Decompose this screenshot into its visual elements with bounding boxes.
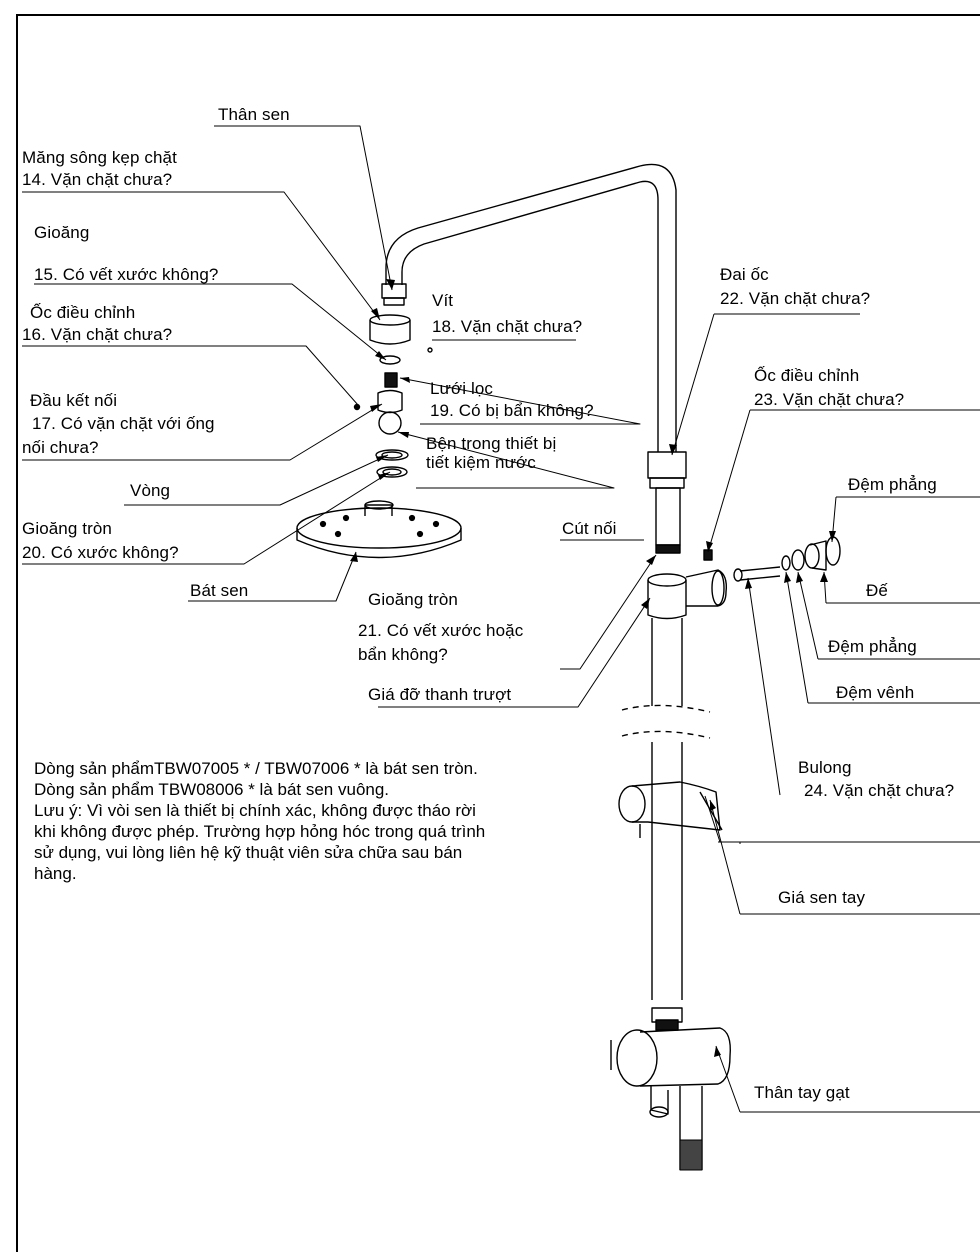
- note-line: Lưu ý: Vì vòi sen là thiết bị chính xác,…: [34, 801, 476, 820]
- label-gia-sen-tay: Giá sen tay: [778, 888, 866, 907]
- arm-fitting: [381, 283, 407, 306]
- sliding-rail: [621, 618, 711, 1000]
- label-ben-trong-2: tiết kiệm nước: [426, 453, 536, 472]
- screw-small: [427, 347, 433, 353]
- label-dem-venh: Đệm vênh: [836, 683, 915, 702]
- note-line: Dòng sản phẩm TBW08006 * là bát sen vuôn…: [34, 780, 390, 799]
- page-frame: [16, 14, 980, 1252]
- label-than-sen: Thân sen: [218, 105, 290, 124]
- mixer-body: [610, 1007, 731, 1171]
- label-gioang-tron-2-title: Gioăng tròn: [368, 590, 458, 609]
- adjust-screw-dot: [353, 403, 361, 411]
- label-than-tay-gat: Thân tay gạt: [754, 1083, 850, 1102]
- note-line: hàng.: [34, 864, 77, 883]
- label-de: Đế: [866, 581, 888, 600]
- label-vit-title: Vít: [432, 291, 454, 310]
- round-gasket: [376, 466, 408, 478]
- label-oc-dieu-chinh-title: Ốc điều chỉnh: [30, 303, 136, 322]
- label-gioang-tron-question: 20. Có xước không?: [22, 543, 179, 562]
- label-bat-sen: Bát sen: [190, 581, 249, 600]
- label-gioang-question: 15. Có vết xước không?: [34, 265, 219, 284]
- label-dai-oc-title: Đai ốc: [720, 265, 769, 284]
- note-line: sử dụng, vui lòng liên hệ kỹ thuật viên …: [34, 843, 463, 862]
- shower-arm-pipe: [385, 163, 677, 452]
- label-luoi-loc-question: 19. Có bị bẩn không?: [430, 401, 594, 420]
- label-mang-song-question: 14. Vặn chặt chưa?: [22, 170, 173, 189]
- leader-lines: [22, 125, 980, 1113]
- label-gioang-tron-title: Gioăng tròn: [22, 519, 112, 538]
- filter-mesh: [384, 372, 398, 388]
- label-dem-phang-top: Đệm phẳng: [848, 475, 937, 494]
- arrowheads: [350, 279, 836, 1057]
- label-luoi-loc-title: Lưới lọc: [430, 379, 494, 398]
- shower-head: [296, 500, 462, 559]
- gasket: [379, 355, 401, 365]
- connector-head: [377, 389, 403, 435]
- label-cut-noi: Cút nối: [562, 519, 617, 538]
- label-gioang-tron-2-question-1: 21. Có vết xước hoặc: [358, 621, 524, 640]
- label-dau-ket-noi-question-1: 17. Có vặn chặt với ống: [32, 414, 215, 433]
- label-dau-ket-noi-question-2: nối chưa?: [22, 438, 99, 457]
- label-bulong-title: Bulong: [798, 758, 852, 777]
- label-ben-trong-1: Bện trong thiết bị: [426, 434, 557, 453]
- label-gioang-title: Gioăng: [34, 223, 90, 242]
- label-oc-dieu-chinh-2-title: Ốc điều chỉnh: [754, 366, 860, 385]
- label-bulong-question: 24. Vặn chặt chưa?: [804, 781, 955, 800]
- label-oc-dieu-chinh-2-question: 23. Vặn chặt chưa?: [754, 390, 905, 409]
- product-note: Dòng sản phẩmTBW07005 * / TBW07006 * là …: [34, 758, 614, 884]
- label-vong: Vòng: [130, 481, 171, 500]
- label-dem-phang: Đệm phẳng: [828, 637, 917, 656]
- label-mang-song-title: Măng sông kẹp chặt: [22, 148, 177, 167]
- label-vit-question: 18. Vặn chặt chưa?: [432, 317, 583, 336]
- label-gioang-tron-2-question-2: bẩn không?: [358, 645, 448, 664]
- note-line: Dòng sản phẩmTBW07005 * / TBW07006 * là …: [34, 759, 478, 778]
- nut-fitting: [647, 451, 687, 489]
- label-gia-do-thanh-truot: Giá đỡ thanh trượt: [368, 685, 512, 704]
- label-dai-oc-question: 22. Vặn chặt chưa?: [720, 289, 871, 308]
- slider-support: [647, 569, 728, 620]
- label-dau-ket-noi-title: Đầu kết nối: [30, 391, 118, 410]
- hand-shower-holder: [618, 781, 723, 838]
- clamping-sleeve: [369, 314, 411, 345]
- note-line: khi không được phép. Trường hợp hỏng hóc…: [34, 822, 486, 841]
- elbow-connector: [655, 487, 681, 554]
- ring: [375, 449, 409, 461]
- label-oc-dieu-chinh-question: 16. Vặn chặt chưa?: [22, 325, 173, 344]
- bolt-assembly: [733, 536, 841, 582]
